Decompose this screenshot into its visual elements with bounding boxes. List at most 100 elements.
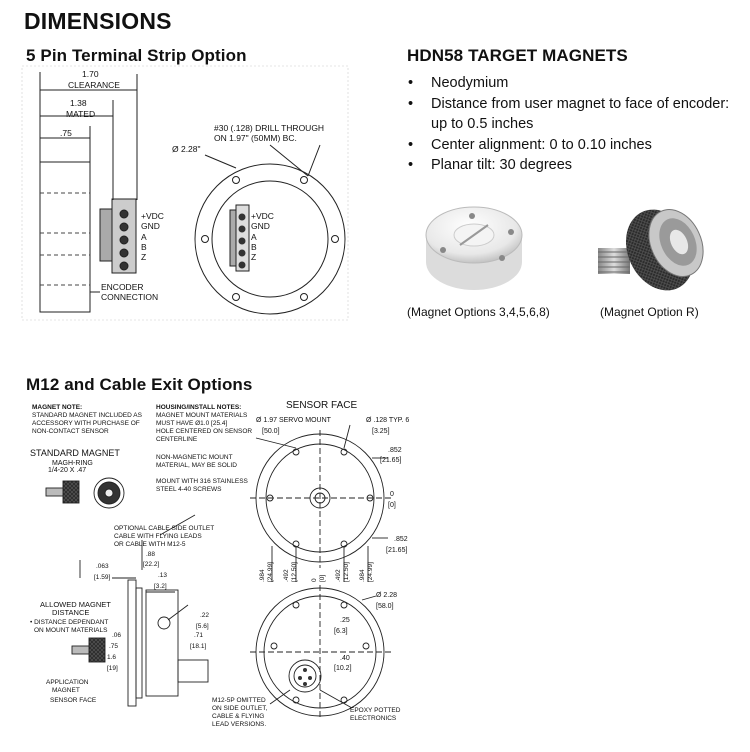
dim-label: .71 — [194, 632, 203, 639]
section-magnets-title: HDN58 TARGET MAGNETS — [407, 46, 628, 65]
dim-label: .852 — [388, 447, 402, 454]
vert-dim: .492 — [283, 569, 290, 582]
section-m12-title: M12 and Cable Exit Options — [26, 375, 253, 394]
housing-note: MATERIAL, MAY BE SOLID — [156, 462, 237, 469]
pin-label: A — [141, 232, 147, 242]
housing-note: MOUNT WITH 316 STAINLESS — [156, 478, 249, 485]
sensor-face-label: SENSOR FACE — [286, 400, 357, 411]
dim-label: .13 — [158, 572, 167, 579]
dia-label: Ø 2.28 — [376, 592, 397, 599]
housing-note: HOLE CENTERED ON SENSOR — [156, 428, 252, 435]
dim-label: .25 — [340, 617, 350, 624]
knurled-magnet — [598, 209, 704, 291]
pin-label: +VDC — [251, 211, 274, 221]
pin-label: B — [251, 242, 257, 252]
dim-label: .852 — [394, 536, 408, 543]
clearance-label: CLEARANCE — [68, 80, 120, 90]
cable-outlet-note: OPTIONAL CABLE SIDE OUTLET — [114, 525, 214, 532]
mated-value: 1.38 — [70, 98, 87, 108]
holes-label: Ø .128 TYP. 6 — [366, 417, 409, 424]
application-magnet-label: MAGNET — [52, 687, 80, 694]
vert-dim: [0] — [319, 575, 326, 582]
dim-mm: [22.2] — [143, 561, 159, 568]
dim-label: .75 — [109, 643, 118, 650]
allowed-distance-label: DISTANCE — [52, 608, 89, 617]
dim-mm: [5.6] — [196, 623, 209, 630]
vert-dim: [24.99] — [267, 562, 274, 582]
pin-label: GND — [141, 221, 160, 231]
dim-mm: [3.2] — [154, 583, 167, 590]
m12-note: ON SIDE OUTLET, — [212, 705, 267, 712]
vert-dim: [12.50] — [343, 562, 350, 582]
dim-label: 0 — [390, 491, 394, 498]
vert-dim: .492 — [335, 569, 342, 582]
bullet-item: Planar tilt: 30 degrees — [408, 155, 729, 176]
magnet-note: NON-CONTACT SENSOR — [32, 428, 109, 435]
housing-title: HOUSING/INSTALL NOTES: — [156, 404, 241, 411]
bullet-item: Distance from user magnet to face of enc… — [408, 94, 729, 115]
housing-note: NON-MAGNETIC MOUNT — [156, 454, 233, 461]
sensor-face-side-label: SENSOR FACE — [50, 697, 97, 704]
dim-mm: [21.65] — [380, 457, 401, 464]
magnet-ring-label: MAGH-RING — [52, 460, 93, 467]
dim-label: .88 — [146, 551, 155, 558]
holes-mm: [3.25] — [372, 428, 390, 435]
magnet-note: STANDARD MAGNET INCLUDED AS — [32, 412, 143, 419]
m12-note: LEAD VERSIONS. — [212, 721, 266, 728]
housing-note: MAGNET MOUNT MATERIALS — [156, 412, 248, 419]
dim-mm: [19] — [107, 665, 118, 672]
magnet-thread-label: 1/4-20 X .47 — [48, 467, 86, 474]
epoxy-note: EPOXY POTTED — [350, 707, 401, 714]
encoder-connection-label: ENCODER — [101, 282, 144, 292]
epoxy-note: ELECTRONICS — [350, 715, 397, 722]
vert-dim: .984 — [259, 569, 266, 582]
dim-mm: [21.65] — [386, 547, 407, 554]
page-title: DIMENSIONS — [24, 8, 172, 34]
cable-outlet-note: OR CABLE WITH M12-5 — [114, 541, 186, 548]
small-value: .75 — [60, 128, 72, 138]
dim-mm: [0] — [388, 502, 396, 509]
drill-note: #30 (.128) DRILL THROUGH — [214, 123, 324, 133]
encoder-connection-label: CONNECTION — [101, 292, 158, 302]
diameter-label: Ø 2.28" — [172, 144, 201, 154]
bullet-item: Center alignment: 0 to 0.10 inches — [408, 135, 729, 156]
m12-note: M12-5P OMITTED — [212, 697, 266, 704]
dim-label: .40 — [340, 655, 350, 662]
section-terminal-title: 5 Pin Terminal Strip Option — [26, 46, 247, 65]
pin-label: Z — [141, 252, 146, 262]
clearance-value: 1.70 — [82, 69, 99, 79]
pin-label: GND — [251, 221, 270, 231]
distance-dependant-note: • DISTANCE DEPENDANT — [30, 619, 108, 626]
vert-dim: .984 — [359, 569, 366, 582]
housing-note: CENTERLINE — [156, 436, 198, 443]
magnet-caption-right: (Magnet Option R) — [600, 305, 699, 319]
vert-dim: [12.50] — [291, 562, 298, 582]
vert-dim: 0 — [311, 578, 318, 582]
drill-note: ON 1.97" (50MM) BC. — [214, 133, 297, 143]
application-magnet-label: APPLICATION — [46, 679, 89, 686]
dim-mm: [6.3] — [334, 628, 348, 635]
magnet-bullet-list: Neodymium Distance from user magnet to f… — [408, 73, 729, 176]
pin-label: B — [141, 242, 147, 252]
dim-mm: [10.2] — [334, 665, 352, 672]
servo-mount-label: Ø 1.97 SERVO MOUNT — [256, 417, 332, 424]
dim-label: .06 — [112, 632, 121, 639]
allowed-distance-label: ALLOWED MAGNET — [40, 600, 111, 609]
magnet-caption-left: (Magnet Options 3,4,5,6,8) — [407, 305, 550, 319]
vert-dim: [24.99] — [367, 562, 374, 582]
dim-label: 1.6 — [107, 654, 116, 661]
dim-label: .063 — [96, 563, 109, 570]
mated-label: MATED — [66, 109, 95, 119]
housing-note: STEEL 4-40 SCREWS — [156, 486, 222, 493]
dim-label: .22 — [200, 612, 209, 619]
pin-label: Z — [251, 252, 256, 262]
dia-mm: [58.0] — [376, 603, 394, 610]
servo-mount-mm: [50.0] — [262, 428, 280, 435]
pin-label: A — [251, 232, 257, 242]
bullet-item: Neodymium — [408, 73, 729, 94]
dim-mm: [18.1] — [190, 643, 206, 650]
distance-dependant-note: ON MOUNT MATERIALS — [34, 627, 108, 634]
